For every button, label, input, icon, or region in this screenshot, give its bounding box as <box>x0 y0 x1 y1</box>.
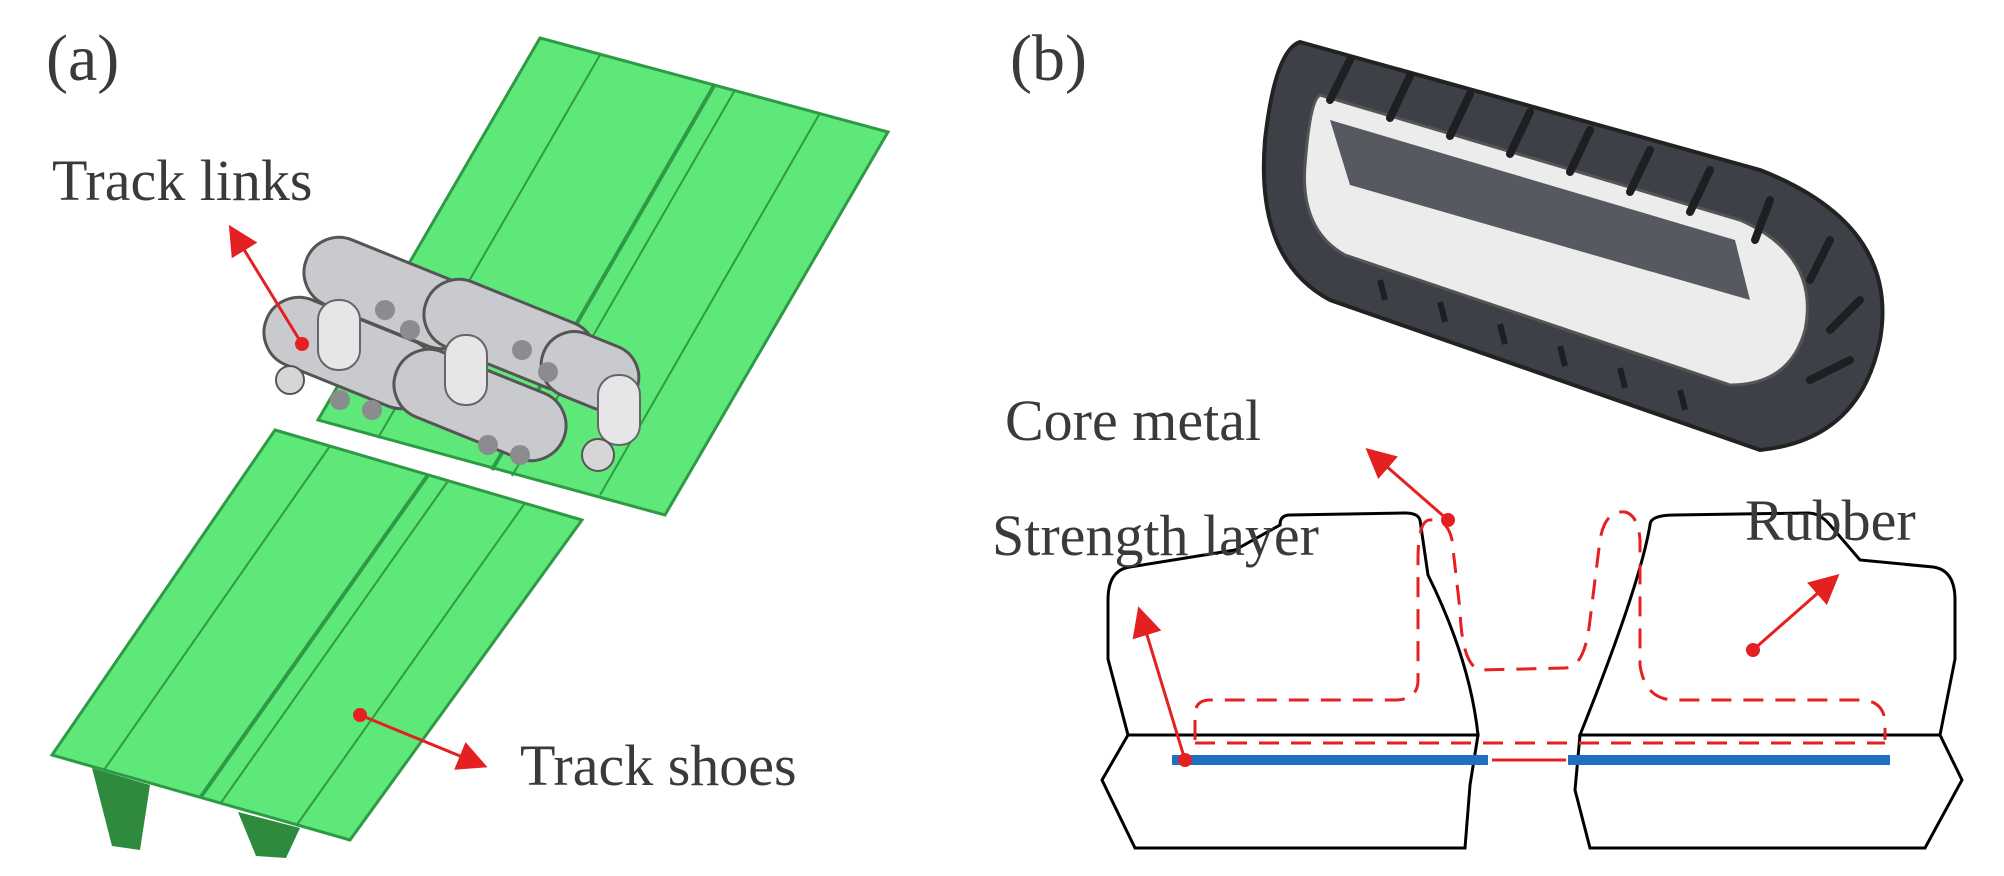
strength-layer-pointer <box>1132 606 1187 761</box>
right-rubber-outline <box>1577 511 1957 737</box>
track-links-illustration <box>262 235 641 472</box>
rubber-pointer-dot <box>1746 643 1760 657</box>
track-shoes-label: Track shoes <box>520 733 797 798</box>
track-links-pointer <box>228 224 304 345</box>
left-rubber-base <box>1100 733 1480 850</box>
track-links-pointer-dot <box>295 337 309 351</box>
panel-b: (b) <box>992 22 1964 850</box>
left-rubber-outline <box>1106 511 1480 737</box>
core-metal-pointer-dot <box>1441 513 1455 527</box>
panel-a-label: (a) <box>46 22 119 95</box>
track-links-label: Track links <box>52 148 313 213</box>
core-metal-pointer <box>1365 448 1449 522</box>
track-shoes-pointer <box>359 713 488 770</box>
rubber-label: Rubber <box>1745 488 1916 553</box>
panel-b-label: (b) <box>1010 22 1087 95</box>
rubber-track-photo <box>1261 39 1885 453</box>
strength-layer-label: Strength layer <box>992 503 1319 568</box>
panel-a: (a) <box>46 22 891 858</box>
core-metal-label: Core metal <box>1005 388 1261 453</box>
cross-section-diagram <box>1100 511 1964 850</box>
rubber-pointer <box>1752 574 1840 652</box>
right-rubber-base <box>1573 733 1964 850</box>
core-metal-dashed-outline <box>1193 510 1887 740</box>
strength-layer-pointer-dot <box>1178 753 1192 767</box>
track-shoes-pointer-dot <box>353 708 367 722</box>
